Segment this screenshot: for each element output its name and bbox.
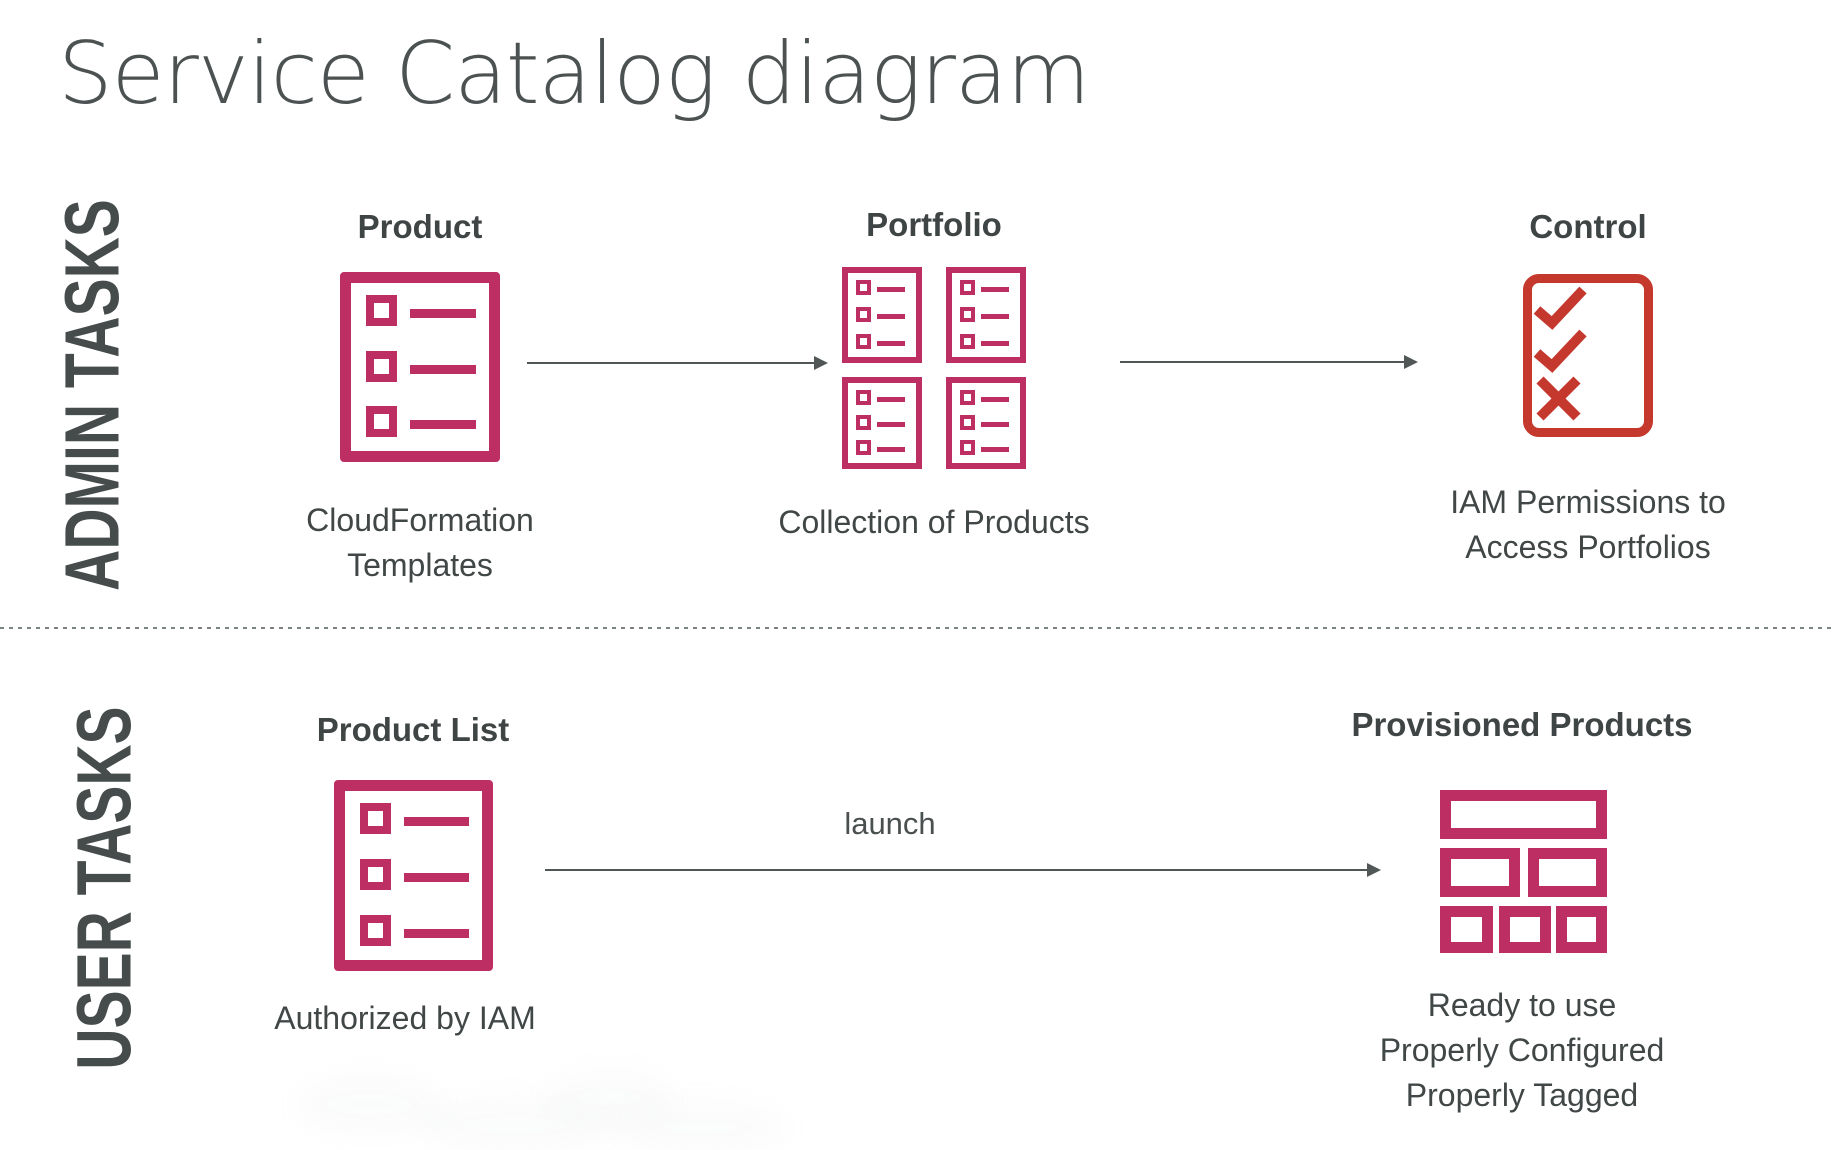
brick (1440, 906, 1493, 953)
product-list-heading: Product List (316, 711, 510, 748)
brick (1528, 848, 1607, 897)
bullet-square (960, 390, 975, 405)
bullet-square (856, 415, 871, 430)
list-icon-row (856, 334, 910, 349)
bullet-line (981, 446, 1009, 452)
bullet-square (366, 350, 397, 382)
list-icon-row (960, 415, 1014, 430)
bullet-line (410, 364, 476, 374)
bullet-line (403, 873, 469, 882)
bullet-line (877, 446, 905, 452)
arrow-head-icon (1367, 863, 1381, 877)
arrow-launch (545, 869, 1367, 871)
bullet-line (877, 340, 905, 346)
arrow-head-icon (1404, 355, 1418, 369)
bullet-square (360, 915, 391, 946)
bullet-line (877, 421, 905, 427)
mini-list-icon (842, 377, 922, 469)
list-icon-row (856, 390, 910, 405)
provisioned-products-heading: Provisioned Products (1351, 706, 1693, 743)
list-icon-row (366, 295, 476, 326)
checklist-marks (1533, 286, 1587, 421)
mini-list-icon (946, 267, 1026, 363)
user-tasks-label: USER TASKS (61, 706, 149, 1070)
product-caption: CloudFormation Templates (306, 502, 534, 583)
list-icon-row (856, 440, 910, 455)
bullet-square (960, 334, 975, 349)
mini-list-icon (946, 377, 1026, 469)
brick (1440, 848, 1520, 897)
list-icon-row (366, 350, 476, 382)
list-icon-row (360, 859, 469, 890)
list-icon-row (856, 280, 910, 295)
x-mark-icon (1536, 376, 1581, 421)
admin-tasks-label: ADMIN TASKS (49, 199, 137, 591)
provisioned-products-bricks-icon (1440, 790, 1607, 953)
list-icon-row (960, 440, 1014, 455)
bullet-line (877, 396, 905, 402)
bullet-square (960, 280, 975, 295)
control-checklist-icon (1523, 274, 1653, 437)
brick (1498, 906, 1551, 953)
smudge-blob (545, 1068, 675, 1128)
control-caption: IAM Permissions to Access Portfolios (1450, 484, 1726, 565)
list-icon-row (960, 280, 1014, 295)
launch-arrow-label: launch (844, 806, 936, 841)
portfolio-caption: Collection of Products (778, 504, 1090, 540)
bullet-line (981, 340, 1009, 346)
dotted-divider (0, 627, 1832, 629)
bullet-square (366, 295, 397, 326)
provisioned-products-caption: Ready to use Properly Configured Properl… (1379, 987, 1665, 1113)
bullet-line (403, 929, 469, 938)
bullet-square (856, 280, 871, 295)
checkmark-icon (1533, 329, 1587, 373)
brick-row (1440, 906, 1607, 953)
bullet-line (877, 286, 905, 292)
bullet-square (856, 334, 871, 349)
mini-list-icon (842, 267, 922, 363)
smudge-blob (610, 1100, 790, 1150)
list-icon-row (960, 390, 1014, 405)
smudge-blob (420, 1095, 610, 1150)
bullet-line (877, 313, 905, 319)
bullet-line (410, 309, 476, 318)
arrow-head-icon (814, 356, 828, 370)
product-list-icon (334, 780, 493, 971)
bullet-square (960, 440, 975, 455)
bullet-square (360, 859, 391, 890)
bullet-square (960, 307, 975, 322)
list-icon-row (360, 803, 469, 834)
list-icon-row (856, 307, 910, 322)
bullet-line (981, 396, 1009, 402)
bullet-square (360, 803, 391, 834)
product-list-icon (340, 272, 500, 462)
checkmark-icon (1533, 286, 1587, 330)
list-icon-row (960, 334, 1014, 349)
bullet-line (403, 817, 469, 826)
list-icon-row (366, 406, 476, 437)
bullet-square (856, 390, 871, 405)
bullet-line (981, 286, 1009, 292)
bullet-square (960, 415, 975, 430)
brick-row (1440, 848, 1607, 897)
bullet-line (410, 420, 476, 429)
product-list-caption: Authorized by IAM (274, 1000, 536, 1036)
bullet-square (856, 307, 871, 322)
portfolio-heading: Portfolio (866, 206, 1002, 243)
bullet-line (981, 313, 1009, 319)
bullet-line (981, 421, 1009, 427)
bullet-square (366, 406, 397, 437)
list-icon-row (856, 415, 910, 430)
arrow-portfolio-to-control (1120, 361, 1404, 363)
brick (1556, 906, 1607, 953)
bullet-square (856, 440, 871, 455)
page-title: Service Catalog diagram (58, 24, 1090, 124)
list-icon-row (360, 915, 469, 946)
brick (1440, 790, 1607, 839)
list-icon-row (960, 307, 1014, 322)
smudge-blob (295, 1072, 445, 1137)
arrow-product-to-portfolio (527, 362, 814, 364)
product-heading: Product (357, 208, 483, 245)
control-heading: Control (1529, 208, 1647, 245)
